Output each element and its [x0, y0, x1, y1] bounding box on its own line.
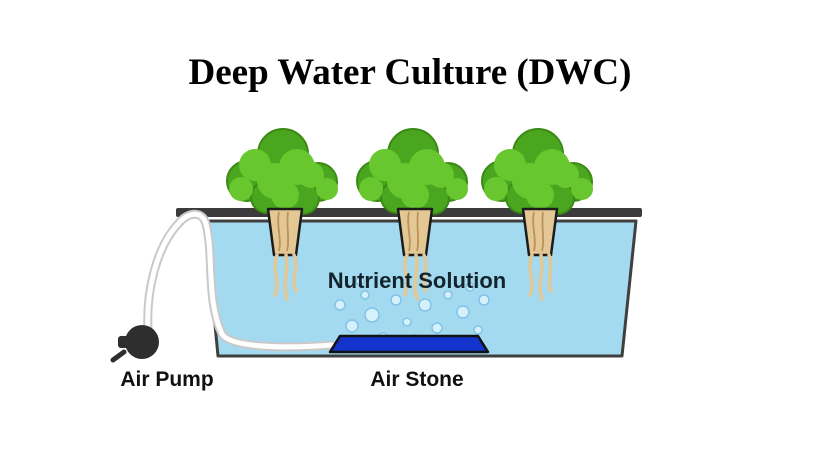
bubble [334, 299, 346, 311]
bubble [478, 294, 490, 306]
bubble [456, 305, 470, 319]
air-tube [143, 209, 337, 352]
air-pump-label: Air Pump [120, 368, 213, 391]
air-pump-body [125, 325, 159, 359]
air-pump [110, 325, 159, 363]
bubble [465, 282, 475, 292]
air-tube-inner [145, 211, 335, 350]
bubble [431, 322, 443, 334]
bubble [390, 294, 402, 306]
bubble [402, 317, 412, 327]
nutrient-solution-label: Nutrient Solution [328, 268, 506, 293]
bubble [418, 298, 432, 312]
bubble [443, 290, 453, 300]
air-pump-cord [110, 349, 127, 363]
bubble [355, 276, 365, 286]
bubble [364, 307, 380, 323]
air-stone [328, 334, 490, 354]
diagram-title: Deep Water Culture (DWC) [189, 52, 632, 93]
air-stone-label: Air Stone [370, 368, 463, 391]
bubble [360, 290, 370, 300]
bubble [345, 319, 359, 333]
bubble [473, 325, 483, 335]
